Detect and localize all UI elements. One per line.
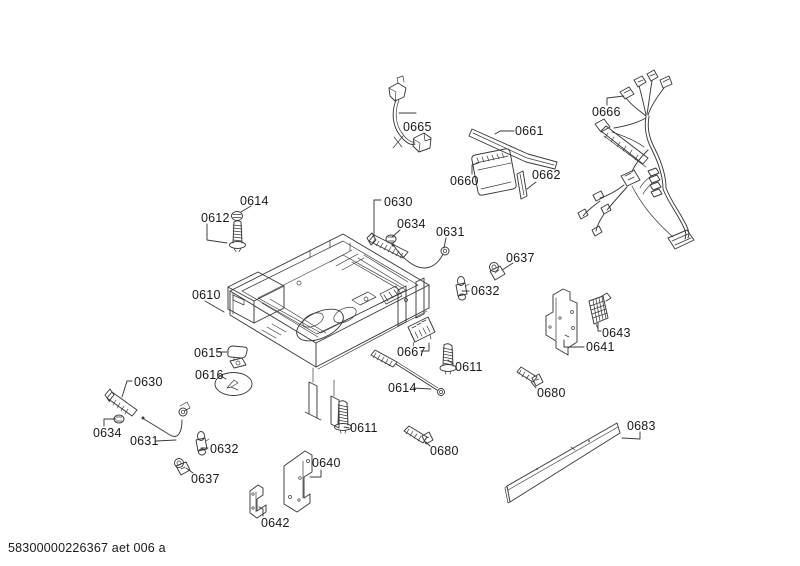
part-drawing-0632-clip-bottom — [195, 431, 210, 456]
part-label-0634-8: 0634 — [397, 217, 426, 231]
part-drawing-0610-base — [227, 233, 430, 429]
part-drawing-0680-rail-right — [516, 366, 544, 387]
part-drawing-0662-strip — [516, 170, 528, 200]
part-drawing-0611-screw-right — [439, 343, 457, 375]
part-drawing-0640-bracket — [283, 450, 313, 513]
part-drawing-0643-grid — [588, 292, 612, 330]
part-drawing-0616-seal — [214, 372, 253, 396]
part-label-0660-2: 0660 — [450, 174, 479, 188]
part-label-0661-1: 0661 — [515, 124, 544, 138]
part-label-0665-0: 0665 — [403, 120, 432, 134]
part-label-0683-27: 0683 — [627, 419, 656, 433]
part-drawing-0660-module — [471, 148, 517, 196]
part-drawing-0634-nut-upper — [385, 234, 397, 244]
drawing-number: 58300000226367 aet 006 a — [8, 541, 166, 555]
part-label-0642-30: 0642 — [261, 516, 290, 530]
part-drawing-0611-screw-bottom — [334, 400, 352, 434]
part-drawing-0632-clip-right — [455, 276, 470, 301]
part-label-0634-22: 0634 — [93, 426, 122, 440]
part-drawing-0680-rail-bottom — [403, 425, 434, 445]
part-label-0616-18: 0616 — [195, 368, 224, 382]
part-label-0637-28: 0637 — [191, 472, 220, 486]
part-label-0612-6: 0612 — [201, 211, 230, 225]
part-label-0637-10: 0637 — [506, 251, 535, 265]
part-label-0630-21: 0630 — [134, 375, 163, 389]
part-label-0615-15: 0615 — [194, 346, 223, 360]
part-label-0614-5: 0614 — [240, 194, 269, 208]
part-drawing-0667-terminal — [407, 316, 436, 347]
part-drawing-0615-holder — [227, 345, 248, 369]
part-label-0667-16: 0667 — [397, 345, 426, 359]
part-drawing-0666-harness — [577, 69, 695, 250]
part-drawing-0642-bracket — [249, 484, 267, 519]
part-label-0614-19: 0614 — [388, 381, 417, 395]
part-label-0632-25: 0632 — [210, 442, 239, 456]
part-label-0666-4: 0666 — [592, 105, 621, 119]
part-label-0680-26: 0680 — [430, 444, 459, 458]
part-label-0631-9: 0631 — [436, 225, 465, 239]
part-label-0643-13: 0643 — [602, 326, 631, 340]
part-label-0641-14: 0641 — [586, 340, 615, 354]
part-drawing-0661-cover — [468, 128, 558, 170]
part-drawing-0683-plinth — [504, 422, 621, 504]
part-drawing-0631-cable-upper — [391, 243, 450, 269]
part-drawing-0612-screw — [229, 211, 246, 252]
part-label-0640-29: 0640 — [312, 456, 341, 470]
part-label-0631-23: 0631 — [130, 434, 159, 448]
leader-lines — [103, 95, 641, 517]
part-drawing-0630-pin-lower — [104, 388, 138, 417]
part-drawing-0665-cable — [388, 75, 432, 153]
part-label-0632-11: 0632 — [471, 284, 500, 298]
part-drawing-0614-strap — [370, 349, 445, 396]
part-label-0662-3: 0662 — [532, 168, 561, 182]
part-drawing-0641-bracket — [545, 288, 578, 356]
part-drawing-0631-cable-lower — [141, 401, 191, 437]
part-label-0610-12: 0610 — [192, 288, 221, 302]
part-drawing-0637-clip-bottom — [174, 458, 191, 476]
part-label-0630-7: 0630 — [384, 195, 413, 209]
part-label-0611-17: 0611 — [455, 360, 483, 374]
part-drawing-0637-clip-right — [489, 262, 506, 281]
part-drawing-0630-pin-upper — [366, 232, 409, 259]
part-label-0611-24: 0611 — [350, 421, 378, 435]
part-label-0680-20: 0680 — [537, 386, 566, 400]
